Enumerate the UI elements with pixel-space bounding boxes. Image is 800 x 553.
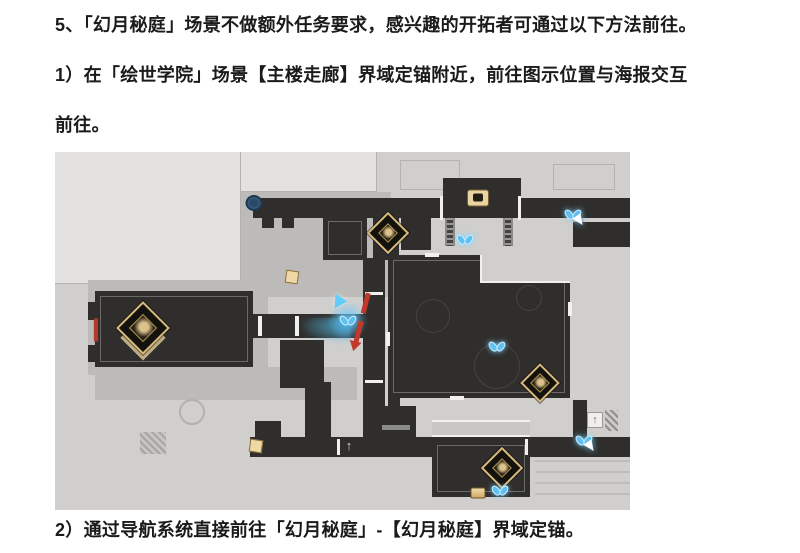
map-shape [573, 222, 630, 247]
game-map-image: ↑↑ [55, 152, 630, 510]
corridor-up-arrow: ↑ [346, 437, 353, 455]
map-markers-layer: ↑↑ [55, 152, 630, 510]
map-shape [55, 152, 241, 284]
stairs-icon: ↑ [587, 410, 618, 431]
map-shape [377, 222, 399, 244]
butterfly-right-exit [562, 208, 587, 228]
map-shape: ↑ [345, 438, 353, 453]
ladder-right [503, 218, 513, 246]
map-shape [520, 363, 560, 403]
map-shape [480, 446, 524, 490]
map-shape [573, 434, 598, 454]
map-shape [503, 218, 513, 246]
map-shape [440, 196, 443, 220]
paragraph-4: 2）通过导航系统直接前往「幻月秘庭」-【幻月秘庭】界域定锚。 [55, 520, 585, 540]
map-shape [382, 425, 410, 430]
map-shape [454, 233, 476, 247]
ladder-left [445, 218, 455, 246]
teleport-anchor-garden [520, 363, 560, 403]
map-shape [445, 218, 455, 246]
map-shape [116, 301, 170, 355]
map-shape: ↑ [587, 410, 618, 431]
butterfly-garden [486, 340, 508, 354]
map-shape [400, 160, 460, 190]
map-shape [179, 399, 205, 425]
map-shape [516, 285, 542, 311]
map-shape [365, 380, 383, 383]
paragraph-3: 前往。 [55, 115, 110, 135]
map-shape [470, 487, 486, 499]
map-shape [568, 302, 572, 316]
map-shape [282, 218, 294, 228]
map-shape [140, 432, 166, 454]
map-shape [562, 208, 587, 228]
map-shape [100, 296, 248, 362]
butterfly-stairs [573, 434, 598, 454]
map-shape [328, 221, 362, 255]
map-shape [393, 260, 565, 393]
chest-icon [470, 487, 486, 499]
teleport-anchor-hall [116, 301, 170, 355]
map-shape [497, 484, 511, 497]
map-shape [489, 484, 511, 498]
map-shape [462, 233, 476, 246]
map-shape [305, 382, 331, 440]
gear-icon [245, 195, 263, 211]
map-shape [366, 211, 410, 255]
map-shape [255, 421, 281, 441]
red-dash-marker [94, 318, 98, 342]
map-shape [323, 216, 367, 260]
map-shape [518, 196, 521, 220]
map-shape [280, 340, 324, 388]
teleport-anchor-bottom [480, 446, 524, 490]
map-shape [525, 439, 528, 455]
map-shape [486, 340, 508, 354]
map-shape [94, 318, 98, 342]
map-shape [295, 316, 299, 336]
map-shape [262, 218, 274, 228]
map-shape [480, 255, 570, 283]
map-shape [494, 340, 508, 353]
teleport-anchor-corridor [366, 211, 410, 255]
map-shape [248, 438, 264, 454]
map-shape [605, 410, 618, 431]
map-shape [388, 398, 400, 408]
map-shape [129, 314, 157, 342]
butterfly-bottom [489, 484, 511, 498]
map-shape [491, 457, 513, 479]
map-shape [245, 195, 263, 211]
enemy-icon [467, 189, 489, 207]
map-shape [284, 269, 300, 285]
map-shape [573, 400, 587, 437]
map-shape [473, 193, 483, 202]
map-shape [347, 340, 362, 353]
map-shape [467, 189, 489, 207]
map-shape [432, 420, 530, 437]
map-shape [553, 164, 615, 190]
map-shape [376, 406, 416, 437]
map-shape [88, 302, 95, 320]
map-shape [416, 299, 450, 333]
map-shape [474, 343, 520, 389]
map-shape [88, 345, 95, 362]
paragraph-1: 5、「幻月秘庭」场景不做额外任务要求，感兴趣的开拓者可通过以下方法前往。 [55, 15, 697, 35]
map-shape [450, 396, 464, 400]
butterfly-corridor [454, 233, 476, 247]
map-shape [386, 332, 390, 346]
paragraph-2: 1）在「绘世学院」场景【主楼走廊】界域定锚附近，前往图示位置与海报交互 [55, 65, 688, 85]
map-shape [337, 439, 340, 455]
puzzle-piece-upper [284, 269, 300, 285]
puzzle-piece-lower [248, 438, 264, 454]
map-shape [365, 292, 383, 295]
map-shape [530, 373, 550, 393]
map-shape [425, 253, 439, 257]
map-shape [258, 316, 262, 336]
